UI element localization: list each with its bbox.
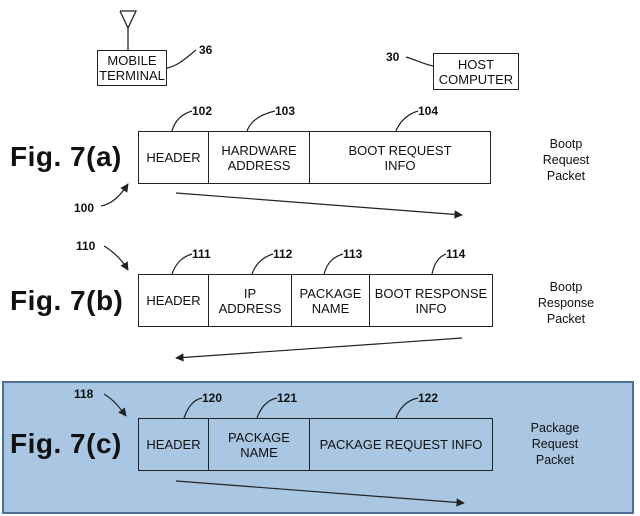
leader-102 xyxy=(171,110,193,132)
ref-102: 102 xyxy=(192,104,213,118)
fig-7c-ref: 118 xyxy=(74,387,94,401)
antenna-icon xyxy=(119,10,138,51)
leader-112 xyxy=(251,253,274,275)
leader-30 xyxy=(405,56,434,67)
fig-7c-label: Fig. 7(c) xyxy=(10,428,122,459)
ref-113: 113 xyxy=(343,247,363,261)
fig-7a-label: Fig. 7(a) xyxy=(10,141,122,172)
leader-111 xyxy=(171,253,193,275)
field-header: HEADER xyxy=(146,150,201,165)
mobile-terminal-box: MOBILE TERMINAL xyxy=(97,50,167,86)
field-boot-request-info: BOOT REQUEST INFO xyxy=(309,132,490,183)
package-request-packet: HEADER PACKAGE NAME PACKAGE REQUEST INFO xyxy=(138,418,493,471)
leader-114 xyxy=(431,253,447,275)
host-computer-box: HOST COMPUTER xyxy=(433,53,519,90)
fig-7a-ref: 100 xyxy=(74,201,95,215)
leader-36 xyxy=(166,49,197,69)
field-package-name: PACKAGE NAME xyxy=(208,419,309,470)
ref-103: 103 xyxy=(275,104,296,118)
ref-120: 120 xyxy=(202,391,223,405)
ref-122: 122 xyxy=(418,391,439,405)
field-package-request-info: PACKAGE REQUEST INFO xyxy=(309,419,492,470)
ref-114: 114 xyxy=(446,247,466,261)
field-header: HEADER xyxy=(146,293,201,308)
field-boot-response-info: BOOT RESPONSE INFO xyxy=(369,275,492,326)
fig-7b-ref: 110 xyxy=(76,239,96,253)
bootp-response-packet: HEADER IP ADDRESS PACKAGE NAME BOOT RESP… xyxy=(138,274,493,327)
field-ip-address: IP ADDRESS xyxy=(208,275,291,326)
host-computer-ref: 30 xyxy=(386,50,400,64)
ref-112: 112 xyxy=(273,247,293,261)
fig-7b-label: Fig. 7(b) xyxy=(10,285,124,316)
leader-113 xyxy=(323,253,344,275)
leader-110 xyxy=(103,245,129,271)
ref-121: 121 xyxy=(277,391,298,405)
leader-103 xyxy=(246,110,276,132)
field-header: HEADER xyxy=(146,437,201,452)
field-hardware-address: HARDWARE ADDRESS xyxy=(208,132,309,183)
leader-100 xyxy=(100,183,129,207)
fig-7b-side-label: Bootp Response Packet xyxy=(537,280,595,326)
fig-7c-side-label: Package Request Packet xyxy=(530,421,580,467)
bootp-request-packet: HEADER HARDWARE ADDRESS BOOT REQUEST INF… xyxy=(138,131,491,184)
field-package-name: PACKAGE NAME xyxy=(291,275,369,326)
arrow-to-host xyxy=(175,192,463,219)
fig-7a-side-label: Bootp Request Packet xyxy=(542,137,590,183)
leader-104 xyxy=(395,110,419,132)
ref-111: 111 xyxy=(192,247,211,261)
ref-104: 104 xyxy=(418,104,439,118)
mobile-terminal-ref: 36 xyxy=(199,43,213,57)
arrow-to-terminal xyxy=(175,337,463,362)
